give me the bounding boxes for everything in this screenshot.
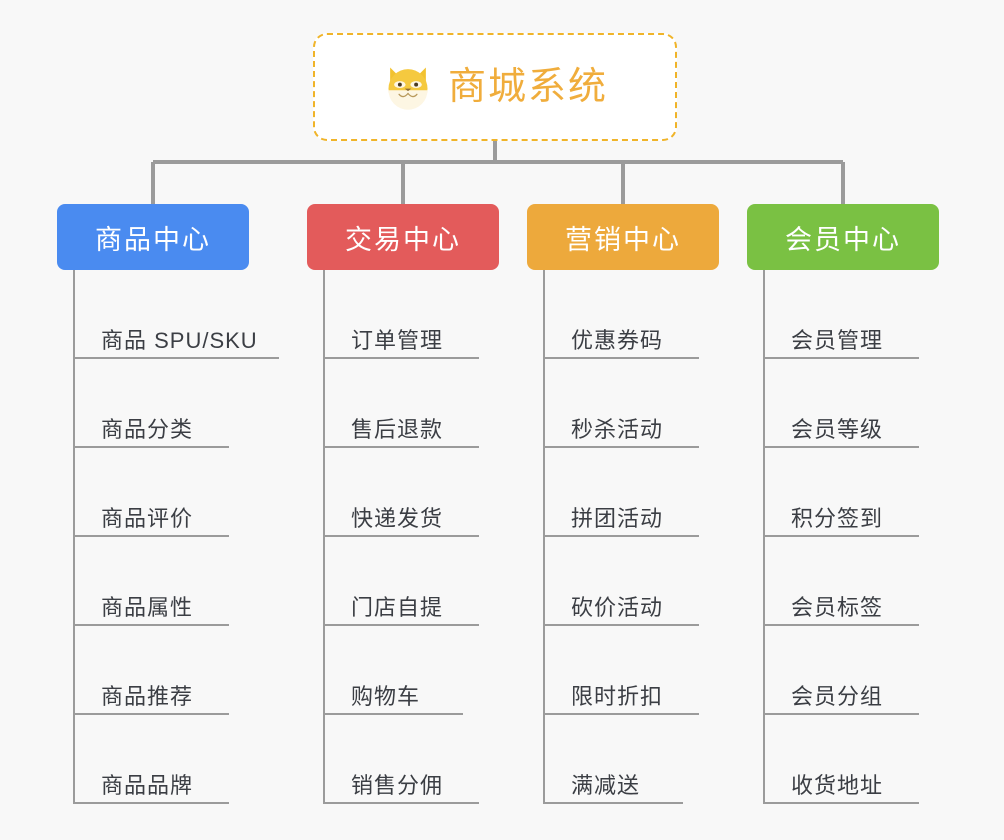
list-item[interactable]: 快递发货: [307, 448, 499, 537]
list-item[interactable]: 会员管理: [747, 270, 939, 359]
list-item[interactable]: 积分签到: [747, 448, 939, 537]
leaf-underline: [73, 802, 229, 804]
branch-column-marketing-center: 营销中心 优惠券码 秒杀活动 拼团活动 砍价活动 限时折扣: [527, 204, 719, 820]
leaf-underline: [323, 802, 479, 804]
leaf-underline: [763, 713, 919, 715]
branch-header-label: 营销中心: [565, 224, 681, 255]
branch-column-trade-center: 交易中心 订单管理 售后退款 快递发货 门店自提 购物车: [307, 204, 499, 820]
leaf-label: 收货地址: [791, 772, 884, 798]
list-item[interactable]: 限时折扣: [527, 626, 719, 715]
leaf-underline: [323, 624, 479, 626]
leaf-label: 订单管理: [351, 327, 444, 353]
leaf-underline: [543, 357, 699, 359]
branch-header-product-center[interactable]: 商品中心: [57, 204, 249, 270]
list-item[interactable]: 门店自提: [307, 537, 499, 626]
list-item[interactable]: 商品评价: [57, 448, 249, 537]
leaf-list: 优惠券码 秒杀活动 拼团活动 砍价活动 限时折扣 满减送: [527, 270, 719, 804]
list-item[interactable]: 秒杀活动: [527, 359, 719, 448]
leaf-label: 会员管理: [791, 327, 884, 353]
leaf-label: 快递发货: [351, 505, 444, 531]
leaf-underline: [73, 446, 229, 448]
leaf-underline: [763, 624, 919, 626]
leaf-label: 砍价活动: [571, 594, 664, 620]
leaf-underline: [323, 357, 479, 359]
branch-column-member-center: 会员中心 会员管理 会员等级 积分签到 会员标签 会员分组: [747, 204, 939, 820]
leaf-underline: [763, 535, 919, 537]
leaf-underline: [323, 535, 479, 537]
branch-trunk: [323, 270, 325, 804]
leaf-underline: [73, 713, 229, 715]
leaf-label: 秒杀活动: [571, 416, 664, 442]
leaf-underline: [763, 357, 919, 359]
leaf-label: 销售分佣: [351, 772, 444, 798]
leaf-label: 积分签到: [791, 505, 884, 531]
branch-header-member-center[interactable]: 会员中心: [747, 204, 939, 270]
leaf-label: 商品评价: [101, 505, 194, 531]
leaf-label: 购物车: [351, 683, 421, 709]
list-item[interactable]: 商品品牌: [57, 715, 249, 804]
list-item[interactable]: 拼团活动: [527, 448, 719, 537]
leaf-underline: [543, 624, 699, 626]
list-item[interactable]: 购物车: [307, 626, 499, 715]
leaf-underline: [763, 446, 919, 448]
leaf-label: 售后退款: [351, 416, 444, 442]
branch-trunk: [73, 270, 75, 804]
list-item[interactable]: 订单管理: [307, 270, 499, 359]
leaf-underline: [543, 535, 699, 537]
leaf-underline: [323, 713, 463, 715]
shiba-dog-emoji: [388, 67, 428, 110]
branch-header-label: 会员中心: [785, 224, 901, 255]
leaf-underline: [73, 535, 229, 537]
leaf-label: 门店自提: [351, 594, 444, 620]
list-item[interactable]: 销售分佣: [307, 715, 499, 804]
list-item[interactable]: 满减送: [527, 715, 719, 804]
list-item[interactable]: 收货地址: [747, 715, 939, 804]
leaf-label: 商品分类: [101, 416, 194, 442]
list-item[interactable]: 会员标签: [747, 537, 939, 626]
branch-header-label: 交易中心: [345, 224, 461, 255]
leaf-underline: [543, 446, 699, 448]
branch-header-trade-center[interactable]: 交易中心: [307, 204, 499, 270]
list-item[interactable]: 售后退款: [307, 359, 499, 448]
list-item[interactable]: 砍价活动: [527, 537, 719, 626]
leaf-list: 会员管理 会员等级 积分签到 会员标签 会员分组 收货地址: [747, 270, 939, 804]
root-label: 商城系统: [447, 66, 608, 108]
leaf-label: 会员分组: [791, 683, 884, 709]
leaf-label: 拼团活动: [571, 505, 664, 531]
leaf-label: 商品推荐: [101, 683, 194, 709]
branch-header-label: 商品中心: [95, 224, 211, 255]
branch-header-marketing-center[interactable]: 营销中心: [527, 204, 719, 270]
leaf-underline: [543, 802, 683, 804]
leaf-label: 优惠券码: [571, 327, 664, 353]
leaf-underline: [323, 446, 479, 448]
leaf-list: 商品 SPU/SKU 商品分类 商品评价 商品属性 商品推荐 商品品牌: [57, 270, 279, 804]
root-node[interactable]: 商城系统: [313, 33, 677, 141]
list-item[interactable]: 优惠券码: [527, 270, 719, 359]
branch-trunk: [763, 270, 765, 804]
list-item[interactable]: 会员分组: [747, 626, 939, 715]
leaf-label: 限时折扣: [571, 683, 664, 709]
leaf-underline: [73, 624, 229, 626]
leaf-underline: [543, 713, 699, 715]
leaf-list: 订单管理 售后退款 快递发货 门店自提 购物车 销售分佣: [307, 270, 499, 804]
leaf-label: 商品属性: [101, 594, 194, 620]
leaf-label: 商品品牌: [101, 772, 194, 798]
leaf-label: 会员等级: [791, 416, 884, 442]
leaf-label: 会员标签: [791, 594, 884, 620]
branch-trunk: [543, 270, 545, 804]
list-item[interactable]: 商品属性: [57, 537, 249, 626]
branch-column-product-center: 商品中心 商品 SPU/SKU 商品分类 商品评价 商品属性 商品推荐: [57, 204, 279, 820]
leaf-underline: [763, 802, 919, 804]
list-item[interactable]: 商品 SPU/SKU: [57, 270, 279, 359]
leaf-underline: [73, 357, 279, 359]
list-item[interactable]: 商品分类: [57, 359, 249, 448]
leaf-label: 商品 SPU/SKU: [101, 327, 258, 353]
list-item[interactable]: 商品推荐: [57, 626, 249, 715]
leaf-label: 满减送: [571, 772, 641, 798]
list-item[interactable]: 会员等级: [747, 359, 939, 448]
